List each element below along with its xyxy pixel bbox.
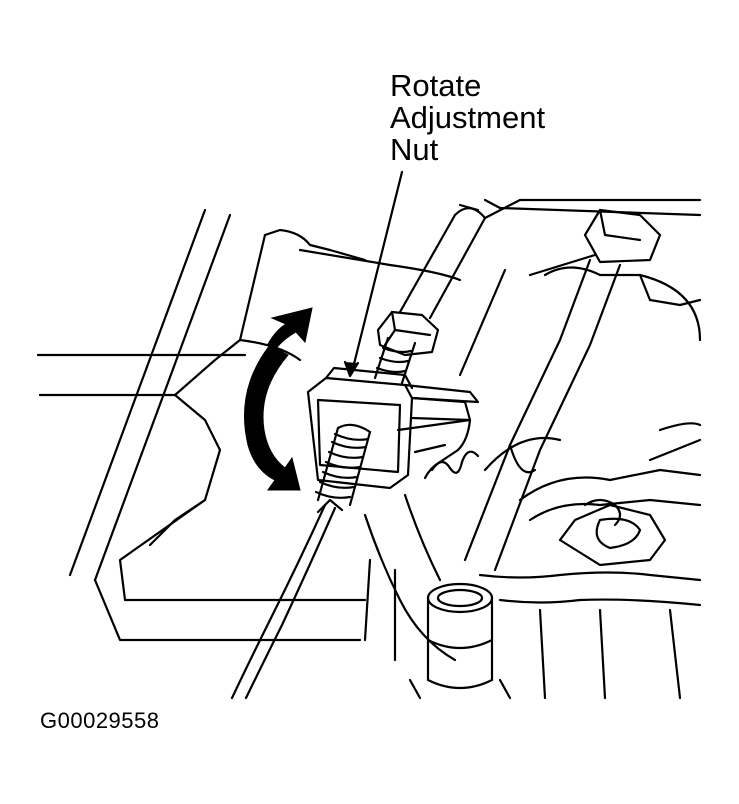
callout-line-1: Rotate xyxy=(390,68,482,103)
throttle-cable xyxy=(230,498,344,700)
engine-body-panels xyxy=(36,208,462,642)
cylinder-fitting xyxy=(408,582,682,700)
cable-threaded-lower xyxy=(314,423,372,507)
figure-id: G00029558 xyxy=(40,708,160,733)
adjustment-nut-bracket xyxy=(306,366,480,490)
hoses-lower xyxy=(363,422,702,662)
callout-line-3: Nut xyxy=(390,132,439,167)
callout-line-2: Adjustment xyxy=(390,100,546,135)
cable-sheath xyxy=(398,198,502,320)
callout-label: Rotate Adjustment Nut xyxy=(390,70,545,166)
callout-leader-line xyxy=(343,170,404,378)
right-side-components xyxy=(458,198,702,572)
cable-threaded-upper xyxy=(373,310,440,385)
rotation-arrow-icon xyxy=(243,307,313,491)
